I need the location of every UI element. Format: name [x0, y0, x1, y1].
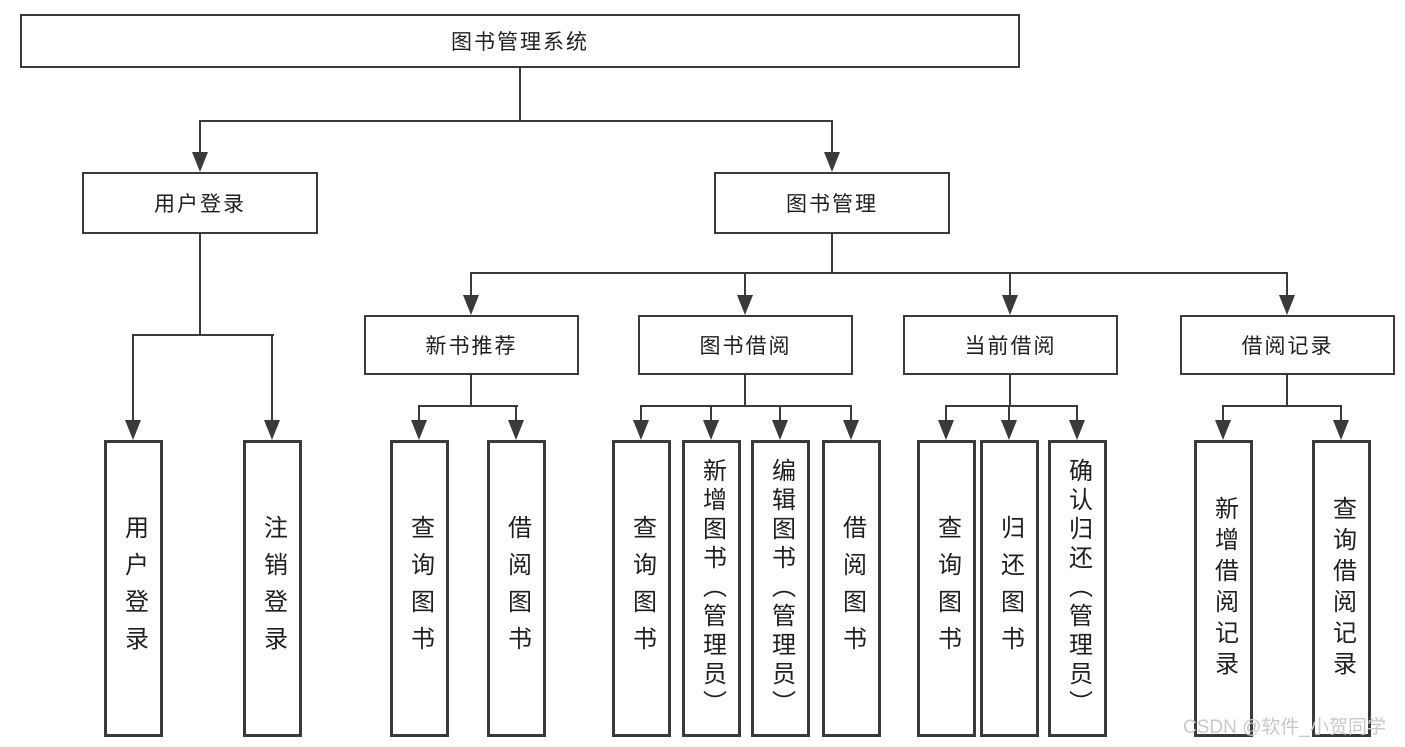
- node-leaf-logout: 注销登录: [243, 440, 302, 737]
- connector-records-down: [1286, 375, 1288, 405]
- connector-user-login-stem: [199, 120, 201, 152]
- node-leaf-query-borrow-record-label: 查询借阅记录: [1328, 495, 1356, 682]
- connector-user-login-down: [199, 234, 201, 334]
- node-book-management: 图书管理: [714, 172, 950, 234]
- node-leaf-query-borrow-record: 查询借阅记录: [1312, 440, 1371, 737]
- arrowhead-down-icon: [1333, 420, 1349, 440]
- node-leaf-confirm-return-admin-label: 确认归还（管理员）: [1064, 458, 1092, 719]
- arrowhead-down-icon: [938, 420, 954, 440]
- arrowhead-down-icon: [1215, 420, 1231, 440]
- connector-leaf-stem: [1008, 405, 1010, 420]
- arrowhead-down-icon: [1279, 295, 1295, 315]
- connector-root-stem: [519, 68, 521, 120]
- arrowhead-down-icon: [1069, 420, 1085, 440]
- arrowhead-down-icon: [1001, 420, 1017, 440]
- arrowhead-down-icon: [463, 295, 479, 315]
- arrowhead-down-icon: [264, 420, 280, 440]
- connector-records-branch: [1222, 405, 1342, 407]
- node-borrow-records: 借阅记录: [1180, 315, 1395, 375]
- node-book-management-label: 图书管理: [786, 193, 878, 216]
- node-leaf-user-login-label: 用户登录: [120, 514, 148, 663]
- connector-leaf-stem: [132, 334, 134, 420]
- connector-root-branch: [199, 120, 833, 122]
- node-leaf-query-books-current: 查询图书: [917, 440, 976, 737]
- connector-leaf-stem: [1076, 405, 1078, 420]
- connector-borrow-down: [744, 375, 746, 405]
- arrowhead-down-icon: [824, 152, 840, 172]
- node-user-login: 用户登录: [82, 172, 318, 234]
- connector-leaf-stem: [271, 334, 273, 420]
- node-current-borrow: 当前借阅: [903, 315, 1118, 375]
- connector-l3-stem: [1286, 272, 1288, 295]
- connector-leaf-stem: [850, 405, 852, 420]
- connector-book-mgmt-stem: [831, 120, 833, 152]
- node-new-book-recommend: 新书推荐: [364, 315, 579, 375]
- node-leaf-add-borrow-record-label: 新增借阅记录: [1210, 495, 1238, 682]
- connector-leaf-stem: [945, 405, 947, 420]
- connector-borrow-branch: [640, 405, 852, 407]
- node-leaf-query-books-borrow-label: 查询图书: [628, 514, 656, 663]
- connector-recommend-branch: [418, 405, 518, 407]
- node-borrow-records-label: 借阅记录: [1241, 335, 1334, 358]
- node-root-label: 图书管理系统: [451, 31, 589, 54]
- node-leaf-query-books-recommend-label: 查询图书: [406, 514, 434, 663]
- arrowhead-down-icon: [703, 420, 719, 440]
- connector-book-mgmt-branch: [470, 272, 1288, 274]
- node-leaf-borrow-books-recommend: 借阅图书: [487, 440, 546, 737]
- connector-leaf-stem: [779, 405, 781, 420]
- arrowhead-down-icon: [125, 420, 141, 440]
- arrowhead-down-icon: [411, 420, 427, 440]
- node-book-borrow: 图书借阅: [638, 315, 853, 375]
- csdn-watermark: CSDN @软件_小贺同学: [1183, 717, 1386, 738]
- node-leaf-edit-book-admin-label: 编辑图书（管理员）: [767, 458, 795, 719]
- connector-leaf-stem: [710, 405, 712, 420]
- arrowhead-down-icon: [772, 420, 788, 440]
- node-leaf-add-book-admin-label: 新增图书（管理员）: [698, 458, 726, 719]
- node-leaf-user-login: 用户登录: [104, 440, 163, 737]
- node-leaf-logout-label: 注销登录: [259, 514, 287, 663]
- arrowhead-down-icon: [737, 295, 753, 315]
- node-leaf-add-book-admin: 新增图书（管理员）: [682, 440, 741, 737]
- node-current-borrow-label: 当前借阅: [964, 335, 1057, 358]
- connector-leaf-stem: [515, 405, 517, 420]
- arrowhead-down-icon: [192, 152, 208, 172]
- arrowhead-down-icon: [1002, 295, 1018, 315]
- connector-l3-stem: [744, 272, 746, 295]
- node-user-login-label: 用户登录: [154, 193, 246, 216]
- node-leaf-query-books-borrow: 查询图书: [612, 440, 671, 737]
- node-root: 图书管理系统: [20, 14, 1020, 68]
- connector-current-down: [1009, 375, 1011, 405]
- node-leaf-add-borrow-record: 新增借阅记录: [1194, 440, 1253, 737]
- connector-leaf-stem: [640, 405, 642, 420]
- node-leaf-borrow-books: 借阅图书: [822, 440, 881, 737]
- node-leaf-query-books-current-label: 查询图书: [933, 514, 961, 663]
- connector-recommend-down: [470, 375, 472, 405]
- connector-leaf-stem: [1340, 405, 1342, 420]
- connector-l3-stem: [1009, 272, 1011, 295]
- node-book-borrow-label: 图书借阅: [699, 335, 792, 358]
- connector-user-login-branch: [132, 334, 274, 336]
- node-leaf-return-book-label: 归还图书: [996, 514, 1024, 663]
- node-leaf-borrow-books-label: 借阅图书: [838, 514, 866, 663]
- node-new-book-recommend-label: 新书推荐: [425, 335, 518, 358]
- connector-leaf-stem: [1222, 405, 1224, 420]
- node-leaf-query-books-recommend: 查询图书: [390, 440, 449, 737]
- connector-l3-stem: [470, 272, 472, 295]
- arrowhead-down-icon: [843, 420, 859, 440]
- node-leaf-borrow-books-recommend-label: 借阅图书: [503, 514, 531, 663]
- arrowhead-down-icon: [508, 420, 524, 440]
- connector-book-mgmt-down: [831, 234, 833, 272]
- node-leaf-return-book: 归还图书: [980, 440, 1039, 737]
- connector-leaf-stem: [418, 405, 420, 420]
- node-leaf-confirm-return-admin: 确认归还（管理员）: [1048, 440, 1107, 737]
- node-leaf-edit-book-admin: 编辑图书（管理员）: [751, 440, 810, 737]
- arrowhead-down-icon: [633, 420, 649, 440]
- connector-current-branch: [945, 405, 1078, 407]
